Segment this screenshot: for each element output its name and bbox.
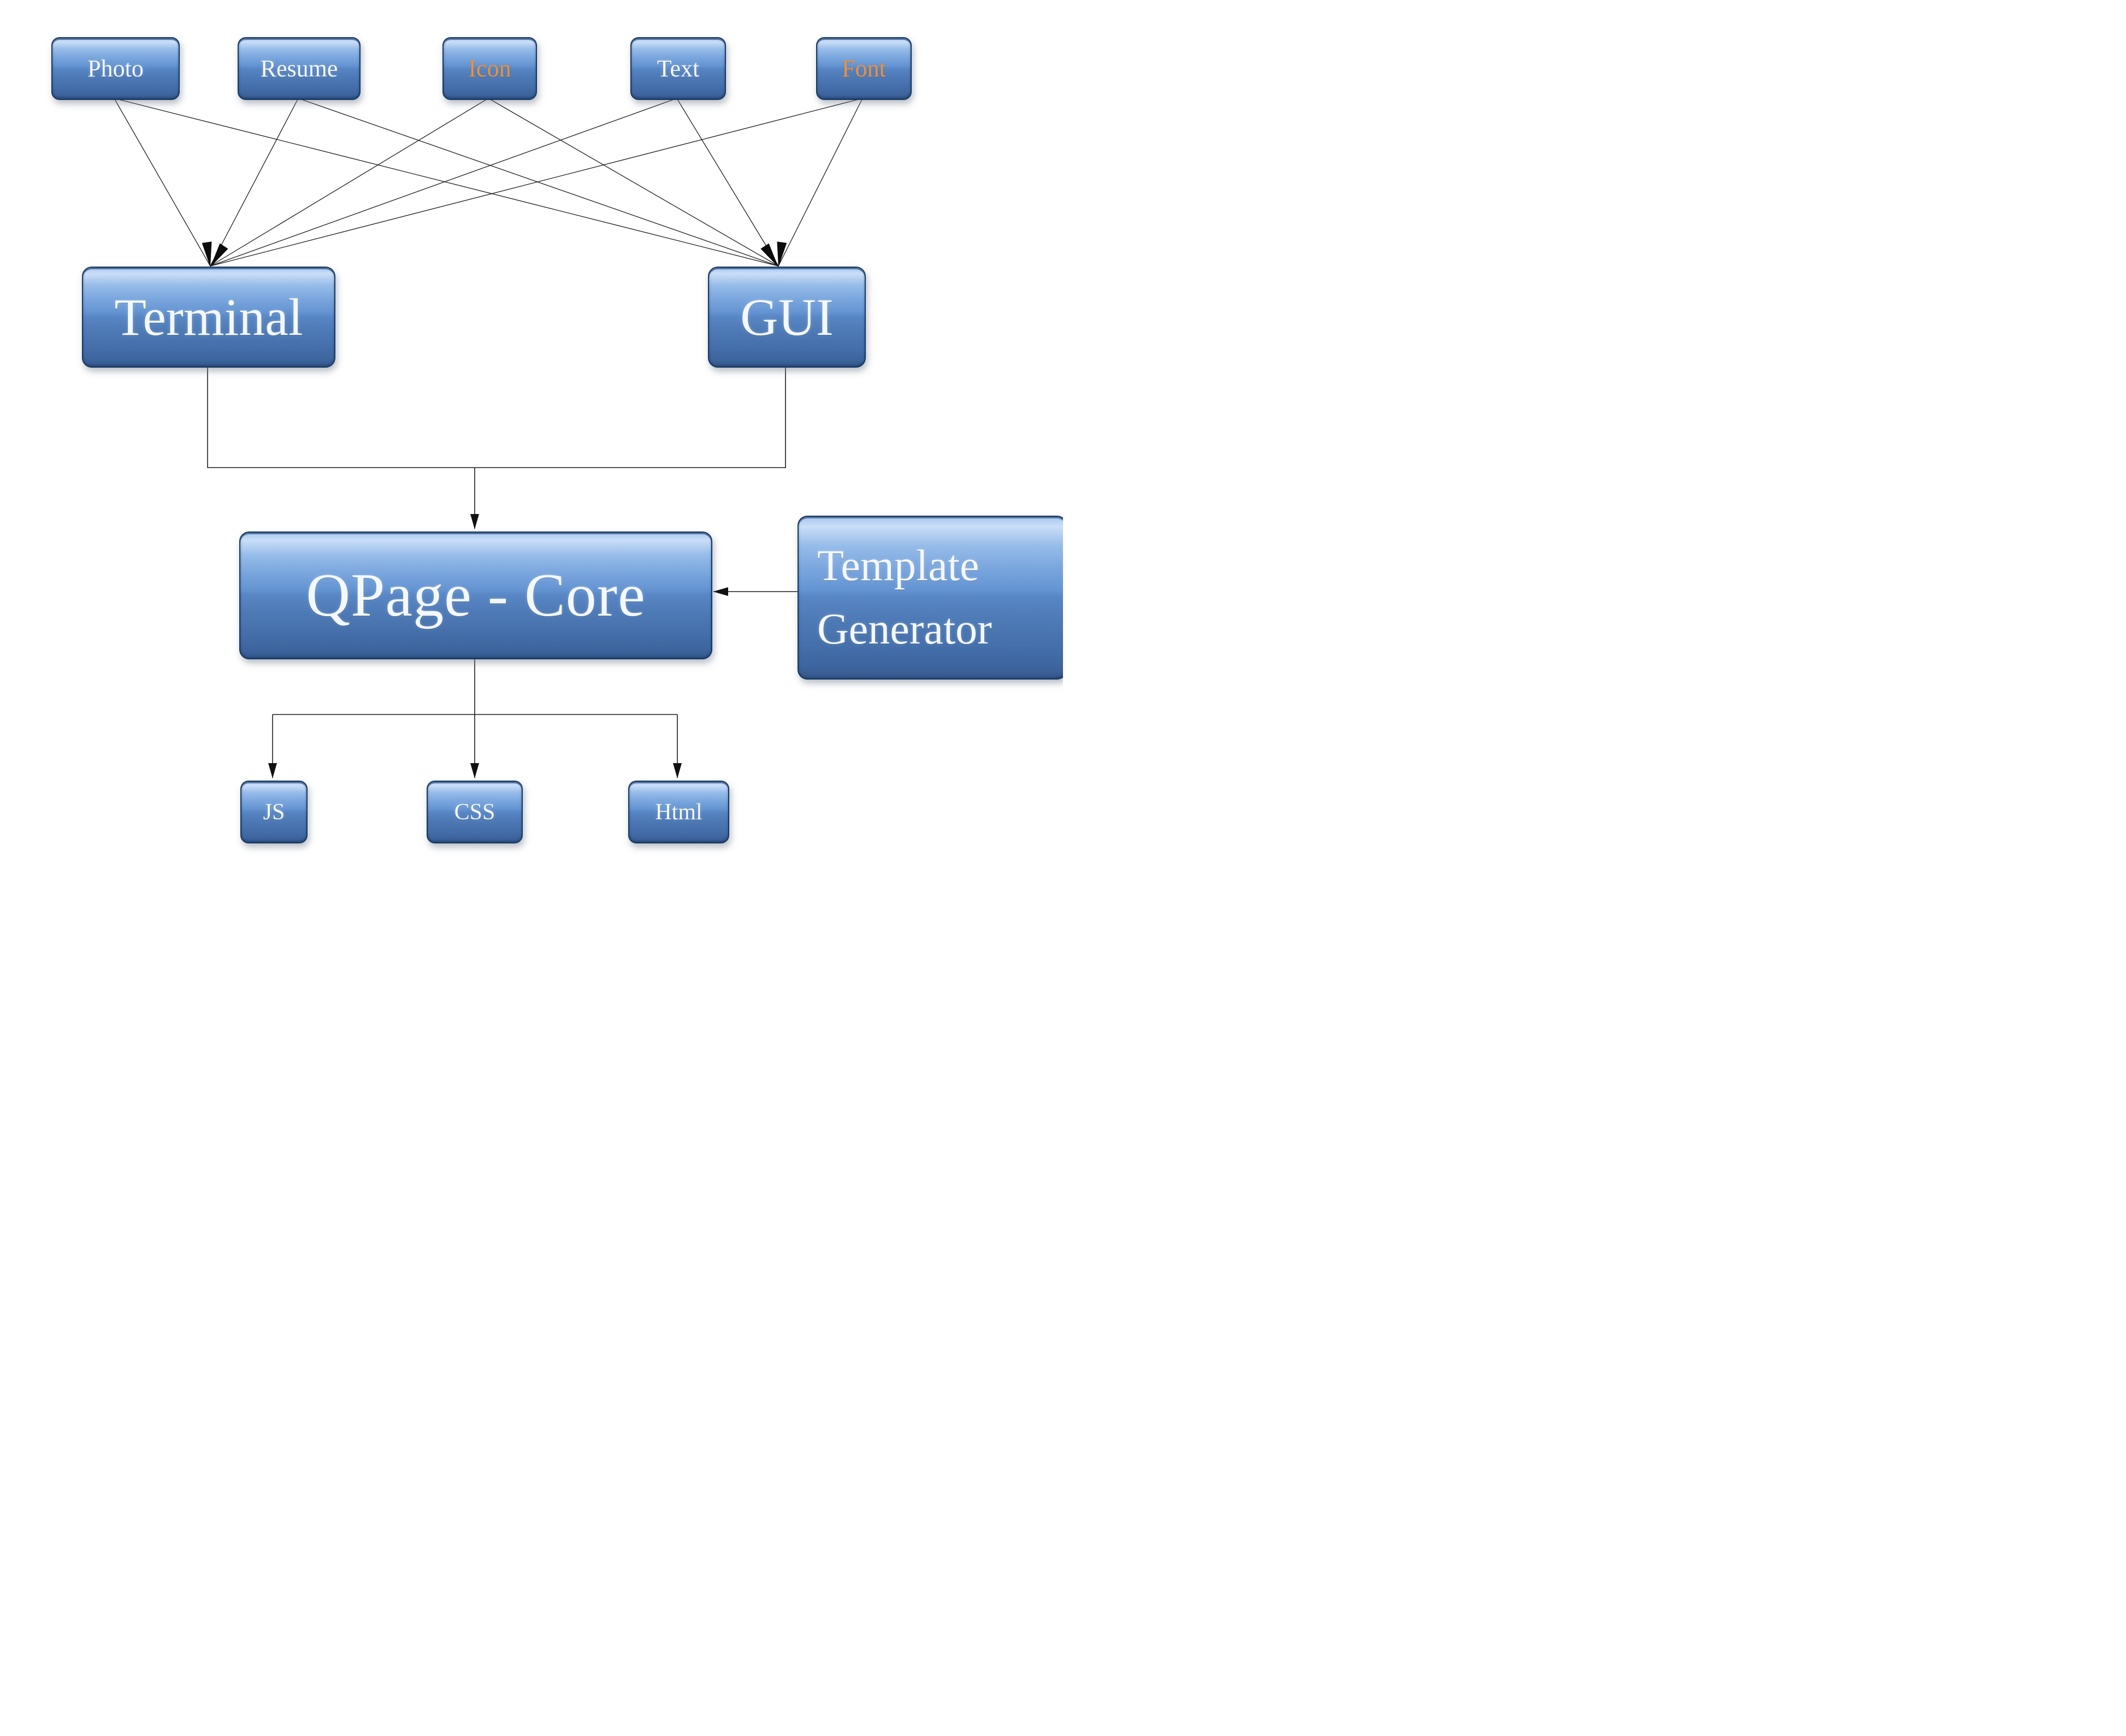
template-generator-line1: Template [817,542,979,590]
terminal-arrowhead-cluster [202,241,228,267]
diagram-canvas: Photo Resume Icon Text Font Terminal GUI… [0,0,1063,868]
node-css: CSS [427,781,523,843]
edge-icon-terminal [210,98,489,267]
node-font: Font [816,37,912,100]
node-terminal: Terminal [82,267,335,368]
node-gui-label: GUI [740,288,834,346]
edge-text-gui [676,98,779,267]
gui-arrowhead-cluster [760,241,787,267]
template-generator-line2: Generator [817,605,992,653]
node-resume: Resume [238,37,361,100]
node-css-label: CSS [454,799,495,825]
node-gui: GUI [708,267,866,368]
node-html: Html [628,781,729,843]
node-icon-label: Icon [468,55,511,82]
node-photo-label: Photo [87,55,144,82]
edge-text-terminal [210,98,677,267]
node-qpage-core: QPage - Core [239,532,712,659]
node-photo: Photo [51,37,180,100]
node-terminal-label: Terminal [114,288,303,346]
edge-resume-gui [298,98,779,267]
edge-core-branchbar [273,657,677,715]
node-resume-label: Resume [260,55,338,82]
node-text: Text [630,37,726,100]
node-template-generator-label: Template Generator [817,534,992,661]
connector-layer [114,98,863,778]
node-js-label: JS [263,799,285,825]
edge-font-gui [778,98,863,267]
node-qpage-core-label: QPage - Core [306,561,646,629]
edge-icon-gui [488,98,779,267]
edge-photo-terminal [114,98,211,267]
node-html-label: Html [655,799,702,825]
edge-font-terminal [210,98,863,267]
node-text-label: Text [657,55,700,82]
edge-terminal-gui-merge [207,365,786,468]
node-js: JS [240,781,308,843]
node-font-label: Font [842,55,886,82]
node-template-generator: Template Generator [798,516,1063,680]
edge-photo-gui [114,98,779,267]
node-icon: Icon [442,37,537,100]
edge-resume-terminal [210,98,299,267]
